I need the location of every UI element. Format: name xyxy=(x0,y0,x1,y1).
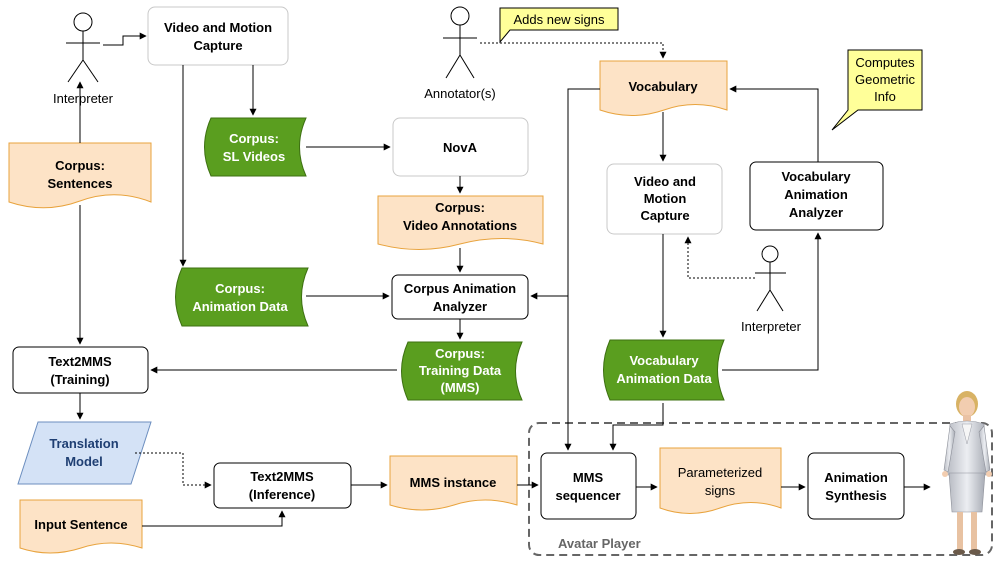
animation-synthesis-line2: Synthesis xyxy=(825,488,886,503)
video-capture-right-line2: Motion xyxy=(644,191,687,206)
translation-model-line1: Translation xyxy=(49,436,118,451)
video-capture-right-box xyxy=(606,163,723,235)
corpus-animation-data-line1: Corpus: xyxy=(215,281,265,296)
adds-new-signs-callout xyxy=(499,7,619,44)
corpus-training-data-store xyxy=(401,341,523,401)
corpus-video-annotations-line2: Video Annotations xyxy=(403,218,517,233)
vocabulary-animation-analyzer-line3: Analyzer xyxy=(789,205,843,220)
mms-sequencer-line2: sequencer xyxy=(555,488,620,503)
vocabulary-animation-analyzer-box xyxy=(749,161,884,231)
computes-geometric-text-1: Computes xyxy=(855,55,915,70)
corpus-sl-videos-line1: Corpus: xyxy=(229,131,279,146)
connectors xyxy=(76,32,931,527)
corpus-training-data-line2: Training Data xyxy=(419,363,502,378)
corpus-animation-analyzer-line1: Corpus Animation xyxy=(404,281,516,296)
text2mms-training-line1: Text2MMS xyxy=(48,354,112,369)
interpreter-right-actor xyxy=(755,245,786,312)
text2mms-inference-line2: (Inference) xyxy=(249,487,315,502)
vocabulary-label: Vocabulary xyxy=(628,79,698,94)
video-capture-top-line2: Capture xyxy=(193,38,242,53)
corpus-video-annotations-line1: Corpus: xyxy=(435,200,485,215)
animation-synthesis-line1: Animation xyxy=(824,470,888,485)
video-capture-right-line1: Video and xyxy=(634,174,696,189)
video-capture-right-line3: Capture xyxy=(640,208,689,223)
vocabulary-animation-data-line1: Vocabulary xyxy=(629,353,699,368)
corpus-animation-data-store xyxy=(175,267,309,327)
video-capture-top-line1: Video and Motion xyxy=(164,20,272,35)
parameterized-signs-line2: signs xyxy=(705,483,736,498)
corpus-video-annotations-doc xyxy=(377,195,544,250)
parameterized-signs-line1: Parameterized xyxy=(678,465,763,480)
text2mms-training-line2: (Training) xyxy=(50,372,109,387)
input-sentence-doc xyxy=(19,499,143,554)
interpreter-left-label: Interpreter xyxy=(53,91,114,106)
computes-geometric-callout xyxy=(831,49,923,131)
mms-instance-label: MMS instance xyxy=(410,475,497,490)
translation-model-line2: Model xyxy=(65,454,103,469)
video-capture-top-box xyxy=(147,6,289,66)
corpus-training-data-line1: Corpus: xyxy=(435,346,485,361)
vocabulary-animation-analyzer-line2: Animation xyxy=(784,187,848,202)
computes-geometric-text-2: Geometric xyxy=(855,72,915,87)
translation-model-shape xyxy=(17,421,152,485)
avatar-player-group xyxy=(528,422,993,556)
text2mms-inference-line1: Text2MMS xyxy=(250,469,314,484)
avatar-figure-icon xyxy=(942,391,992,555)
corpus-sl-videos-line2: SL Videos xyxy=(223,149,285,164)
vocabulary-animation-data-line2: Animation Data xyxy=(616,371,712,386)
corpus-animation-analyzer-line2: Analyzer xyxy=(433,299,487,314)
mms-sequencer-line1: MMS xyxy=(573,470,604,485)
corpus-sentences-line1: Corpus: xyxy=(55,158,105,173)
vocabulary-doc xyxy=(599,60,728,116)
interpreter-left-actor xyxy=(66,12,100,83)
corpus-sl-videos-store xyxy=(204,117,307,177)
vocabulary-animation-analyzer-line1: Vocabulary xyxy=(781,169,851,184)
nova-label: NovA xyxy=(443,140,478,155)
corpus-animation-data-line2: Animation Data xyxy=(192,299,288,314)
annotators-label: Annotator(s) xyxy=(424,86,496,101)
corpus-sentences-doc xyxy=(8,142,152,209)
adds-new-signs-text: Adds new signs xyxy=(513,12,605,27)
corpus-sentences-line2: Sentences xyxy=(47,176,112,191)
corpus-training-data-line3: (MMS) xyxy=(441,380,480,395)
vocabulary-animation-data-store xyxy=(603,339,725,401)
input-sentence-label: Input Sentence xyxy=(34,517,127,532)
parameterized-signs-doc xyxy=(659,447,782,514)
avatar-player-label: Avatar Player xyxy=(558,536,641,551)
animation-synthesis-box xyxy=(807,452,905,520)
mms-sequencer-box xyxy=(540,452,637,520)
interpreter-right-label: Interpreter xyxy=(741,319,802,334)
annotators-actor xyxy=(443,6,477,79)
mms-instance-doc xyxy=(389,455,518,511)
computes-geometric-text-3: Info xyxy=(874,89,896,104)
